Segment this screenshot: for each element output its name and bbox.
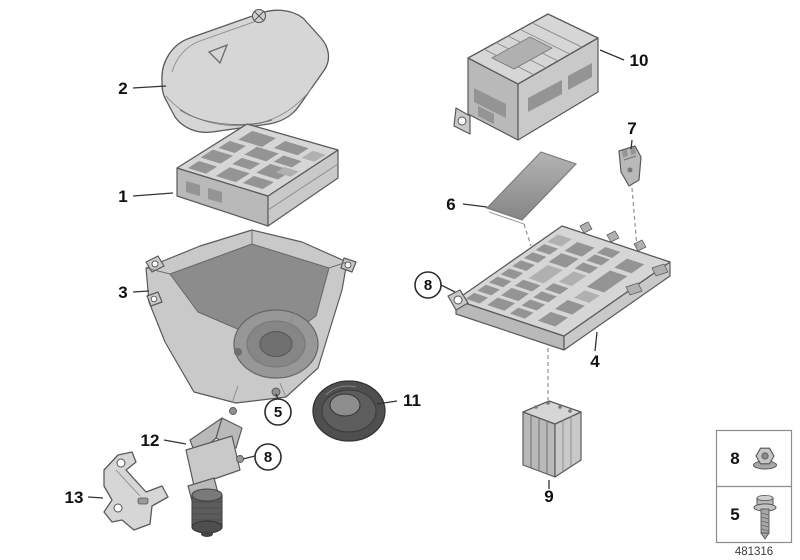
callout-8-module: 8	[414, 271, 456, 299]
callout-label: 10	[630, 51, 649, 70]
hex-flange-nut-icon	[753, 447, 777, 470]
part-connector-block	[522, 400, 582, 478]
callout-13: 13	[65, 488, 104, 507]
part-housing	[145, 229, 357, 404]
assembly-dashed-lines	[523, 187, 638, 400]
callout-label: 8	[264, 449, 272, 466]
callout-5: 5	[264, 393, 292, 426]
fuse-grid	[465, 234, 645, 327]
warning-triangle-icon	[207, 43, 229, 65]
callout-3: 3	[118, 283, 150, 302]
part-retaining-bracket	[103, 451, 169, 531]
callout-label: 12	[141, 431, 160, 450]
callout-label: 5	[274, 404, 282, 421]
callout-label: 7	[627, 119, 636, 138]
diagram-part-number: 481316	[735, 546, 773, 558]
callout-label: 6	[446, 195, 455, 214]
callout-9: 9	[544, 480, 554, 506]
callout-label: 9	[544, 487, 553, 506]
bracket-bolt-hole	[236, 455, 244, 463]
callout-label: 2	[118, 79, 127, 98]
callout-6: 6	[446, 195, 488, 214]
hex-bolt-icon	[753, 494, 777, 540]
callout-11: 11	[376, 391, 421, 410]
callout-2: 2	[118, 79, 167, 98]
cover-screw-icon	[251, 8, 267, 24]
part-cover	[161, 8, 330, 134]
callout-4: 4	[590, 331, 600, 371]
callout-1: 1	[118, 187, 174, 206]
callout-label: 3	[118, 283, 127, 302]
callout-label: 8	[424, 277, 432, 294]
connector-grid	[187, 130, 326, 190]
part-sensor-bracket	[185, 407, 244, 537]
callout-7: 7	[627, 119, 637, 150]
housing-screw-boss	[271, 387, 281, 397]
legend-item-8-label: 8	[730, 449, 739, 468]
callout-label: 11	[403, 391, 421, 410]
callout-label: 4	[590, 352, 600, 371]
sensor-cylinder	[191, 488, 223, 537]
callout-8-bracket: 8	[242, 443, 282, 471]
callout-label: 1	[118, 187, 127, 206]
callout-12: 12	[141, 431, 187, 450]
part-foam-pad	[486, 151, 577, 225]
part-fuse-box	[176, 123, 339, 227]
fastener-legend-box: 8 5	[715, 429, 793, 544]
part-power-distribution-module	[447, 221, 671, 351]
part-control-module	[453, 13, 599, 141]
part-clip	[618, 145, 642, 187]
part-grommet	[312, 380, 386, 442]
callout-10: 10	[599, 49, 649, 70]
legend-item-5-label: 5	[730, 505, 739, 524]
callout-label: 13	[65, 488, 84, 507]
